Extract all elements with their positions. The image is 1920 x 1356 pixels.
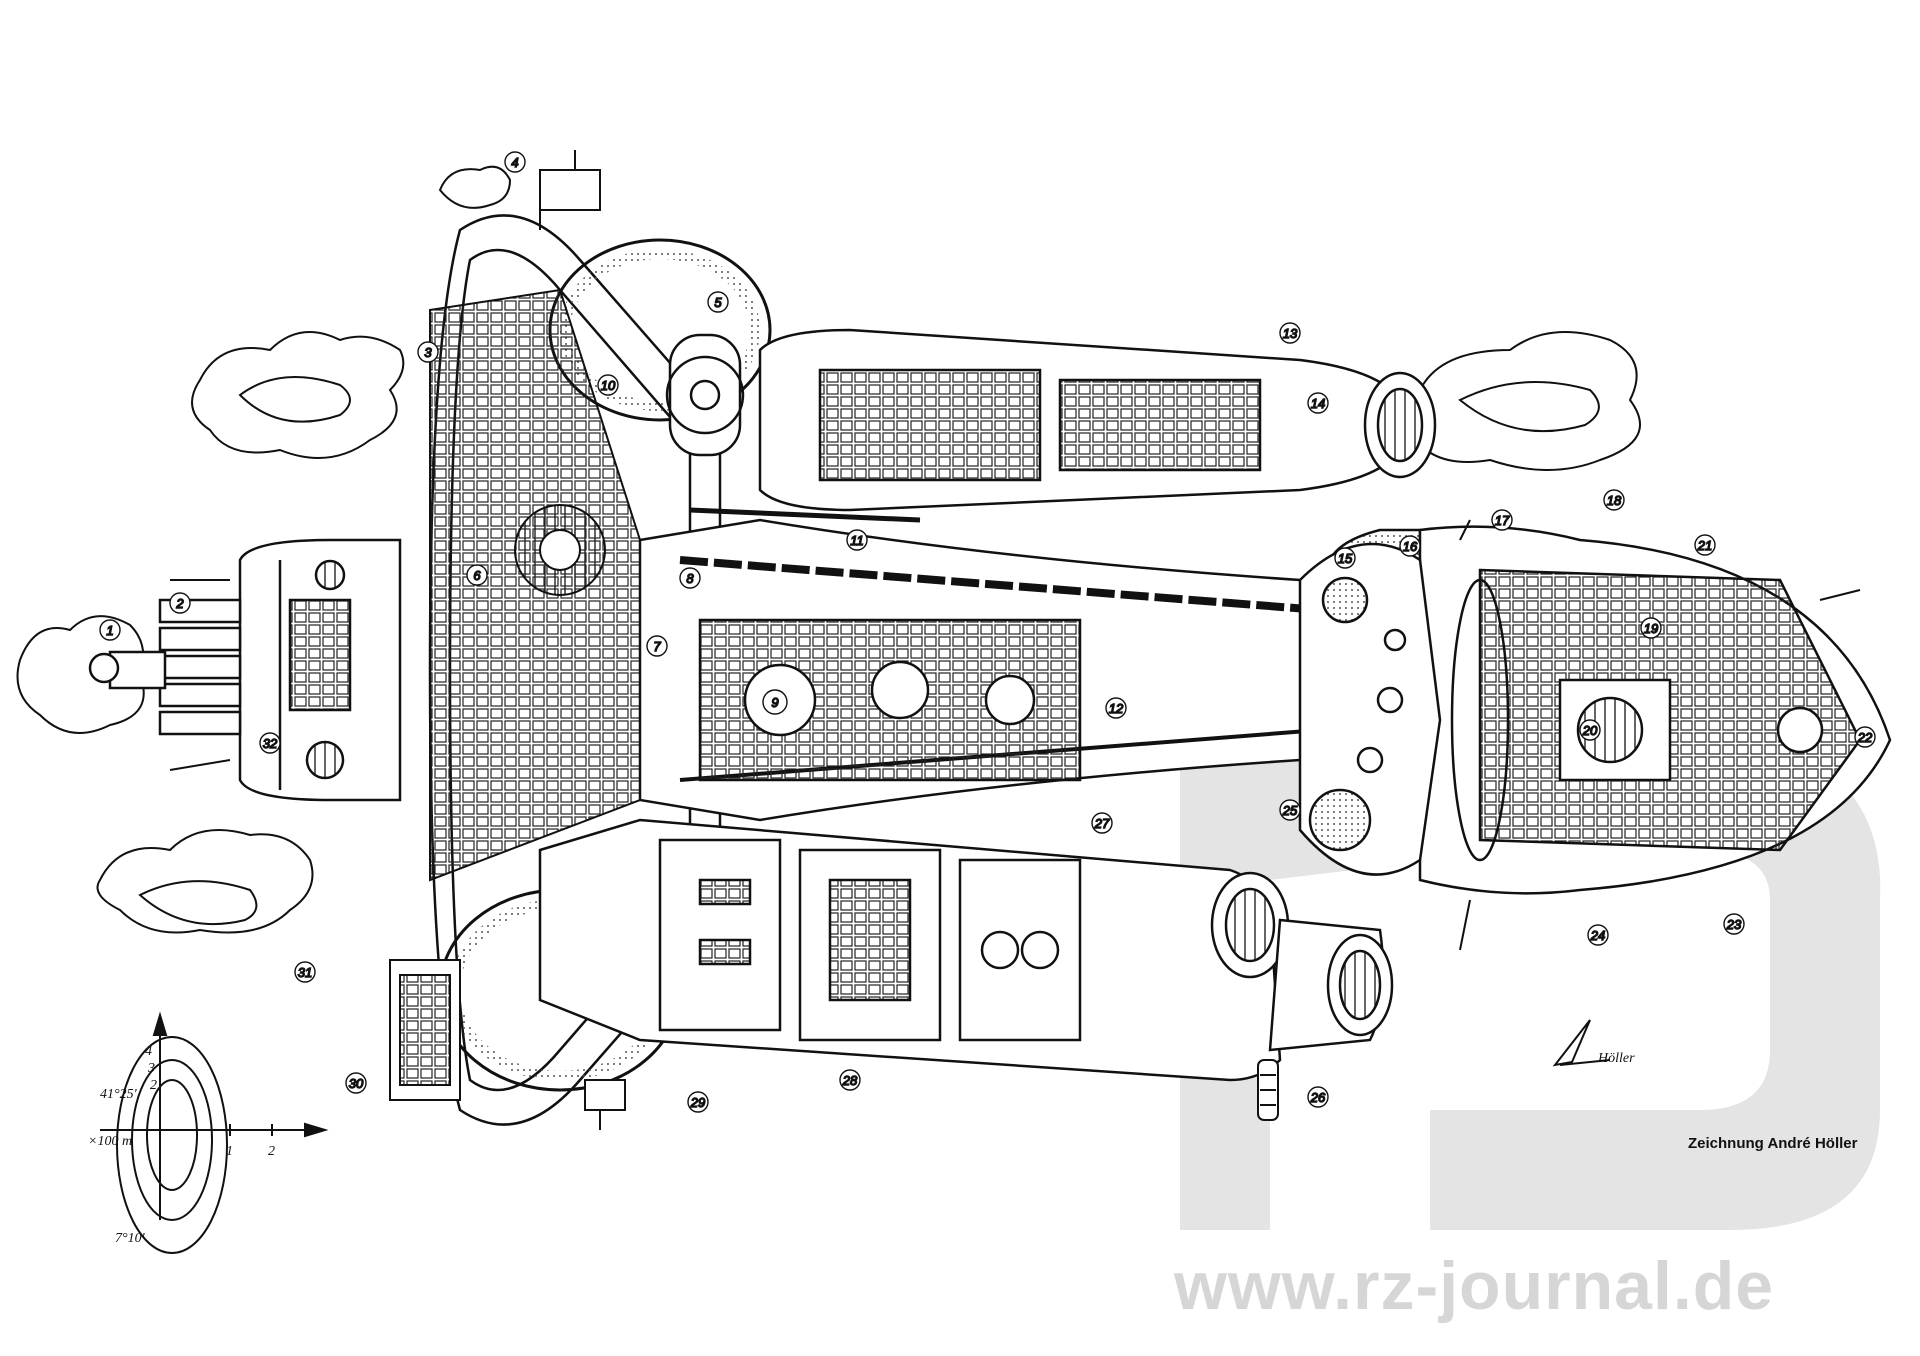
svg-text:5: 5 xyxy=(714,295,722,310)
callout-9: 9 xyxy=(762,689,788,715)
callout-labels: 1 2 3 4 5 6 7 8 9 10 11 12 13 14 15 16 1… xyxy=(99,151,1876,1113)
callout-25: 25 xyxy=(1279,799,1301,821)
svg-text:26: 26 xyxy=(1310,1090,1326,1105)
svg-text:7°10': 7°10' xyxy=(115,1231,146,1246)
svg-text:16: 16 xyxy=(1403,539,1418,554)
callout-7: 7 xyxy=(646,635,668,657)
svg-text:7: 7 xyxy=(653,639,661,654)
antennas xyxy=(169,150,1861,1130)
callout-14: 14 xyxy=(1307,392,1329,414)
svg-text:11: 11 xyxy=(850,533,864,548)
svg-text:2: 2 xyxy=(150,1078,157,1093)
svg-text:22: 22 xyxy=(1857,730,1873,745)
svg-text:3: 3 xyxy=(147,1061,155,1076)
callout-6: 6 xyxy=(466,564,488,586)
callout-2: 2 xyxy=(169,592,191,614)
svg-text:20: 20 xyxy=(1582,723,1598,738)
callout-18: 18 xyxy=(1603,489,1625,511)
svg-text:19: 19 xyxy=(1644,621,1658,636)
callout-29: 29 xyxy=(687,1091,709,1113)
svg-text:9: 9 xyxy=(771,695,778,710)
callout-20: 20 xyxy=(1579,719,1601,741)
callout-1: 1 xyxy=(99,619,121,641)
svg-text:29: 29 xyxy=(690,1095,705,1110)
svg-text:15: 15 xyxy=(1338,551,1353,566)
artist-signature: Höller xyxy=(1552,1019,1635,1067)
svg-text:41°25': 41°25' xyxy=(100,1087,138,1102)
callout-3: 3 xyxy=(417,341,439,363)
svg-text:3: 3 xyxy=(424,345,432,360)
callout-26: 26 xyxy=(1307,1086,1329,1108)
callout-31: 31 xyxy=(294,961,316,983)
upper-engine-nacelle xyxy=(665,328,1437,523)
svg-text:14: 14 xyxy=(1311,396,1325,411)
callout-15: 15 xyxy=(1334,547,1356,569)
svg-text:10: 10 xyxy=(601,378,616,393)
svg-text:6: 6 xyxy=(473,568,481,583)
scale-indicator xyxy=(100,1011,329,1254)
callout-30: 30 xyxy=(345,1072,367,1094)
drawing-credit: Zeichnung André Höller xyxy=(1688,1135,1858,1152)
svg-text:24: 24 xyxy=(1590,928,1605,943)
callout-24: 24 xyxy=(1587,924,1609,946)
svg-text:27: 27 xyxy=(1094,816,1110,831)
callout-8: 8 xyxy=(679,567,701,589)
central-fuselage xyxy=(638,518,1352,822)
svg-text:21: 21 xyxy=(1697,538,1712,553)
front-pod xyxy=(1298,542,1442,876)
svg-text:12: 12 xyxy=(1109,701,1124,716)
svg-text:30: 30 xyxy=(349,1076,364,1091)
callout-19: 19 xyxy=(1640,617,1662,639)
svg-text:28: 28 xyxy=(842,1073,858,1088)
callout-27: 27 xyxy=(1091,812,1113,834)
svg-text:Höller: Höller xyxy=(1597,1051,1635,1066)
svg-text:17: 17 xyxy=(1495,513,1510,528)
callout-11: 11 xyxy=(846,529,868,551)
small-capsule xyxy=(1257,1059,1279,1121)
callout-13: 13 xyxy=(1279,322,1301,344)
svg-text:1: 1 xyxy=(226,1144,233,1159)
svg-text:31: 31 xyxy=(298,965,312,980)
svg-text:×100 m: ×100 m xyxy=(88,1134,132,1149)
callout-17: 17 xyxy=(1491,509,1513,531)
callout-28: 28 xyxy=(839,1069,861,1091)
svg-text:1: 1 xyxy=(106,623,113,638)
svg-text:18: 18 xyxy=(1607,493,1622,508)
callout-23: 23 xyxy=(1723,913,1745,935)
svg-text:4: 4 xyxy=(511,155,518,170)
svg-text:25: 25 xyxy=(1282,803,1298,818)
callout-22: 22 xyxy=(1854,726,1876,748)
watermark-url: www.rz-journal.de xyxy=(1174,1248,1775,1324)
callout-32: 32 xyxy=(259,732,281,754)
callout-4: 4 xyxy=(504,151,526,173)
callout-5: 5 xyxy=(707,291,729,313)
svg-text:13: 13 xyxy=(1283,326,1298,341)
svg-text:2: 2 xyxy=(268,1144,275,1159)
callout-10: 10 xyxy=(597,374,619,396)
scale-labels: 4 3 2 41°25' ×100 m 1 2 7°10' xyxy=(88,1044,275,1246)
callout-21: 21 xyxy=(1694,534,1716,556)
rear-hub xyxy=(88,538,402,802)
svg-text:8: 8 xyxy=(686,571,694,586)
svg-text:23: 23 xyxy=(1726,917,1742,932)
svg-text:32: 32 xyxy=(263,736,278,751)
lower-engine-nacelle xyxy=(538,818,1394,1082)
svg-text:2: 2 xyxy=(175,596,184,611)
callout-16: 16 xyxy=(1399,535,1421,557)
svg-text:4: 4 xyxy=(145,1044,152,1059)
callout-12: 12 xyxy=(1105,697,1127,719)
